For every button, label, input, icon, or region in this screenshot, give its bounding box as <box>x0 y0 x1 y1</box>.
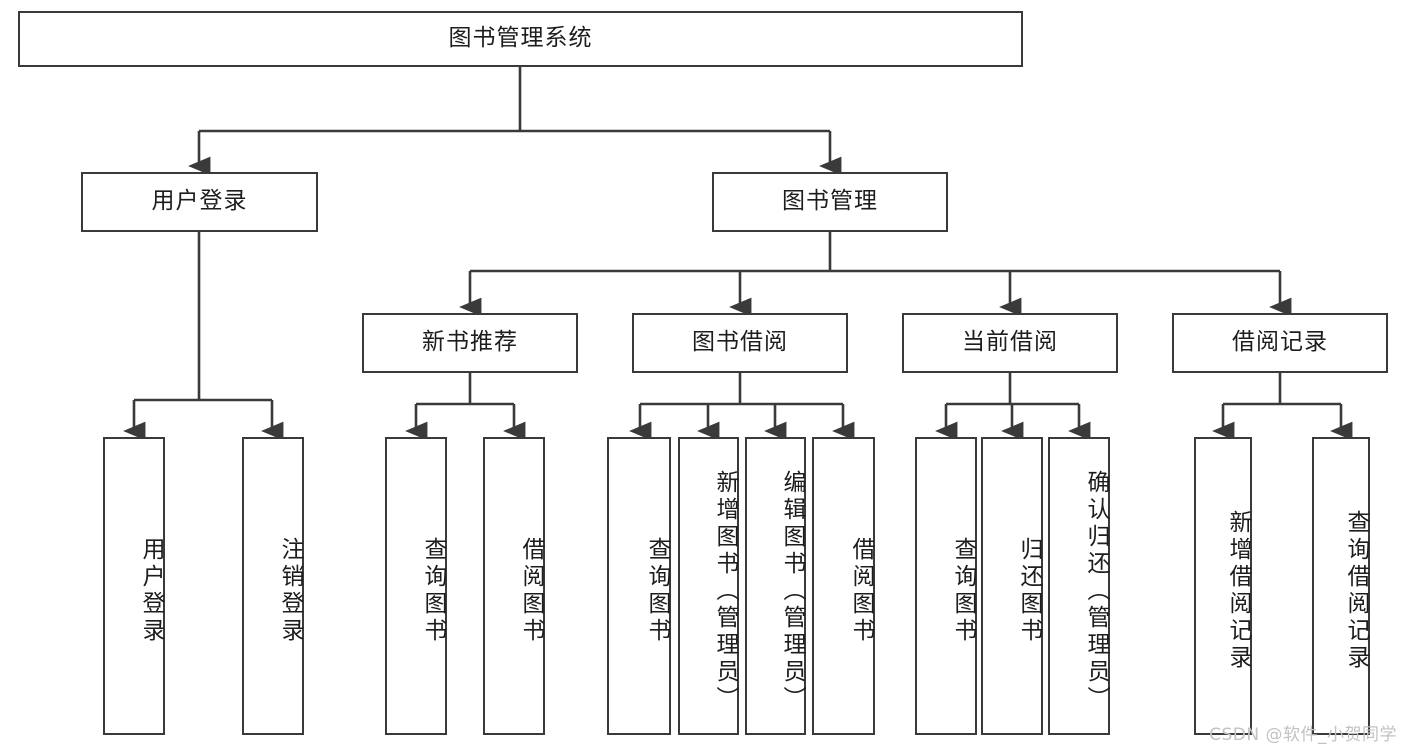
node-leaf-query-book-1-label: 查询图书 <box>420 537 446 645</box>
node-leaf-query-book-1[interactable]: 查询图书 <box>385 437 447 735</box>
node-current-borrow[interactable]: 当前借阅 <box>902 313 1118 373</box>
node-leaf-query-book-2-label: 查询图书 <box>644 537 670 645</box>
node-borrow-record[interactable]: 借阅记录 <box>1172 313 1388 373</box>
node-borrow-record-label: 借阅记录 <box>1232 329 1328 356</box>
node-leaf-borrow-book-2-label: 借阅图书 <box>848 537 874 645</box>
node-new-book-recommend-label: 新书推荐 <box>422 329 518 356</box>
node-leaf-user-login-label: 用户登录 <box>138 537 164 645</box>
node-leaf-user-login[interactable]: 用户登录 <box>103 437 165 735</box>
node-book-manage[interactable]: 图书管理 <box>712 172 948 232</box>
node-leaf-add-book-label: 新增图书（管理员） <box>712 469 738 713</box>
node-leaf-query-record[interactable]: 查询借阅记录 <box>1312 437 1370 735</box>
node-root[interactable]: 图书管理系统 <box>18 11 1023 67</box>
node-leaf-borrow-book-2[interactable]: 借阅图书 <box>812 437 875 735</box>
node-leaf-edit-book-label: 编辑图书（管理员） <box>779 469 805 713</box>
node-leaf-query-book-2[interactable]: 查询图书 <box>607 437 671 735</box>
node-leaf-add-record-label: 新增借阅记录 <box>1225 510 1251 672</box>
node-leaf-logout-login[interactable]: 注销登录 <box>242 437 304 735</box>
node-leaf-query-book-3[interactable]: 查询图书 <box>915 437 977 735</box>
node-user-login[interactable]: 用户登录 <box>81 172 318 232</box>
csdn-watermark: CSDN @软件_小贺同学 <box>1209 725 1397 745</box>
node-book-borrow[interactable]: 图书借阅 <box>632 313 848 373</box>
node-book-manage-label: 图书管理 <box>782 188 878 215</box>
node-leaf-return-book[interactable]: 归还图书 <box>981 437 1043 735</box>
node-leaf-query-book-3-label: 查询图书 <box>950 537 976 645</box>
node-book-borrow-label: 图书借阅 <box>692 329 788 356</box>
node-leaf-confirm-return[interactable]: 确认归还（管理员） <box>1048 437 1110 735</box>
node-current-borrow-label: 当前借阅 <box>962 329 1058 356</box>
node-leaf-confirm-return-label: 确认归还（管理员） <box>1083 469 1109 713</box>
node-root-label: 图书管理系统 <box>448 25 593 52</box>
node-leaf-add-record[interactable]: 新增借阅记录 <box>1194 437 1252 735</box>
node-leaf-logout-login-label: 注销登录 <box>277 537 303 645</box>
node-leaf-borrow-book-1[interactable]: 借阅图书 <box>483 437 545 735</box>
node-leaf-edit-book[interactable]: 编辑图书（管理员） <box>745 437 806 735</box>
node-leaf-add-book[interactable]: 新增图书（管理员） <box>678 437 739 735</box>
node-user-login-label: 用户登录 <box>151 188 248 215</box>
node-leaf-borrow-book-1-label: 借阅图书 <box>518 537 544 645</box>
node-new-book-recommend[interactable]: 新书推荐 <box>362 313 578 373</box>
node-leaf-query-record-label: 查询借阅记录 <box>1343 510 1369 672</box>
node-leaf-return-book-label: 归还图书 <box>1016 537 1042 645</box>
